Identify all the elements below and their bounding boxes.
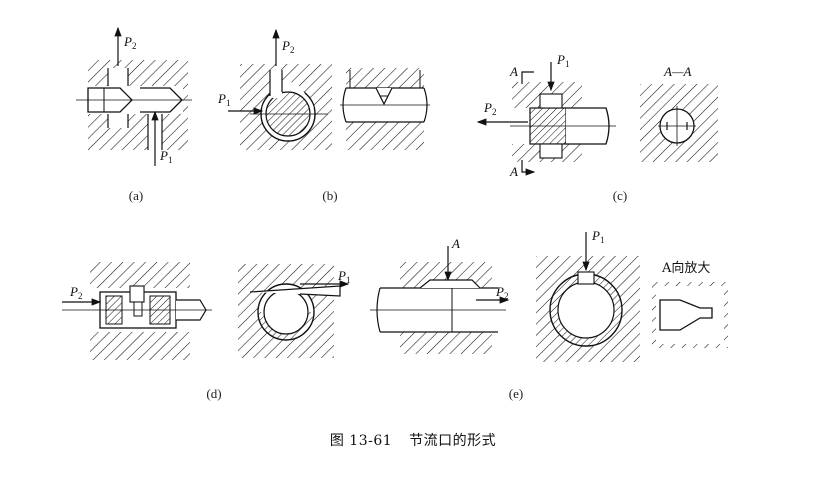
panel-c-label: (c) — [613, 188, 627, 203]
panel-d-label: (d) — [206, 386, 221, 401]
panel-c-section-mark-top: A — [509, 64, 518, 79]
panel-b-p-in: P1 — [217, 91, 230, 108]
panel-e-p-in: P1 — [591, 228, 604, 245]
panel-e-section — [536, 232, 640, 362]
panel-c-p-in: P1 — [556, 52, 569, 69]
figure-caption: 图 13-61 节流口的形式 — [0, 430, 826, 450]
panel-c-p-out: P2 — [483, 100, 496, 117]
panel-d-p-in: P1 — [337, 268, 350, 285]
panel-a-p-bottom: P1 — [159, 148, 172, 165]
panel-b-p-out: P2 — [281, 38, 294, 55]
panel-e-detail: A向放大 — [652, 260, 728, 348]
panel-c-section-title: A—A — [663, 64, 692, 79]
panel-b-label: (b) — [322, 188, 337, 203]
panel-e-label: (e) — [509, 386, 523, 401]
figure-title: 节流口的形式 — [409, 433, 497, 449]
panel-e-p-out: P2 — [495, 284, 508, 301]
panel-d-drawing — [62, 262, 212, 360]
panel-d-section — [238, 264, 350, 358]
panel-e-view-mark: A — [451, 236, 460, 251]
panel-c-drawing — [476, 62, 718, 176]
panel-a-label: (a) — [129, 188, 143, 203]
panel-d-p-out: P2 — [69, 284, 82, 301]
panel-e-drawing — [370, 246, 510, 354]
panel-a-drawing — [76, 26, 192, 166]
panel-a-p-top: P2 — [123, 34, 136, 51]
panel-e-detail-title: A向放大 — [661, 260, 710, 276]
figure-number: 图 13-61 — [329, 433, 393, 449]
panel-c-section-mark-bottom: A — [509, 164, 518, 179]
panel-b-drawing — [228, 28, 430, 150]
